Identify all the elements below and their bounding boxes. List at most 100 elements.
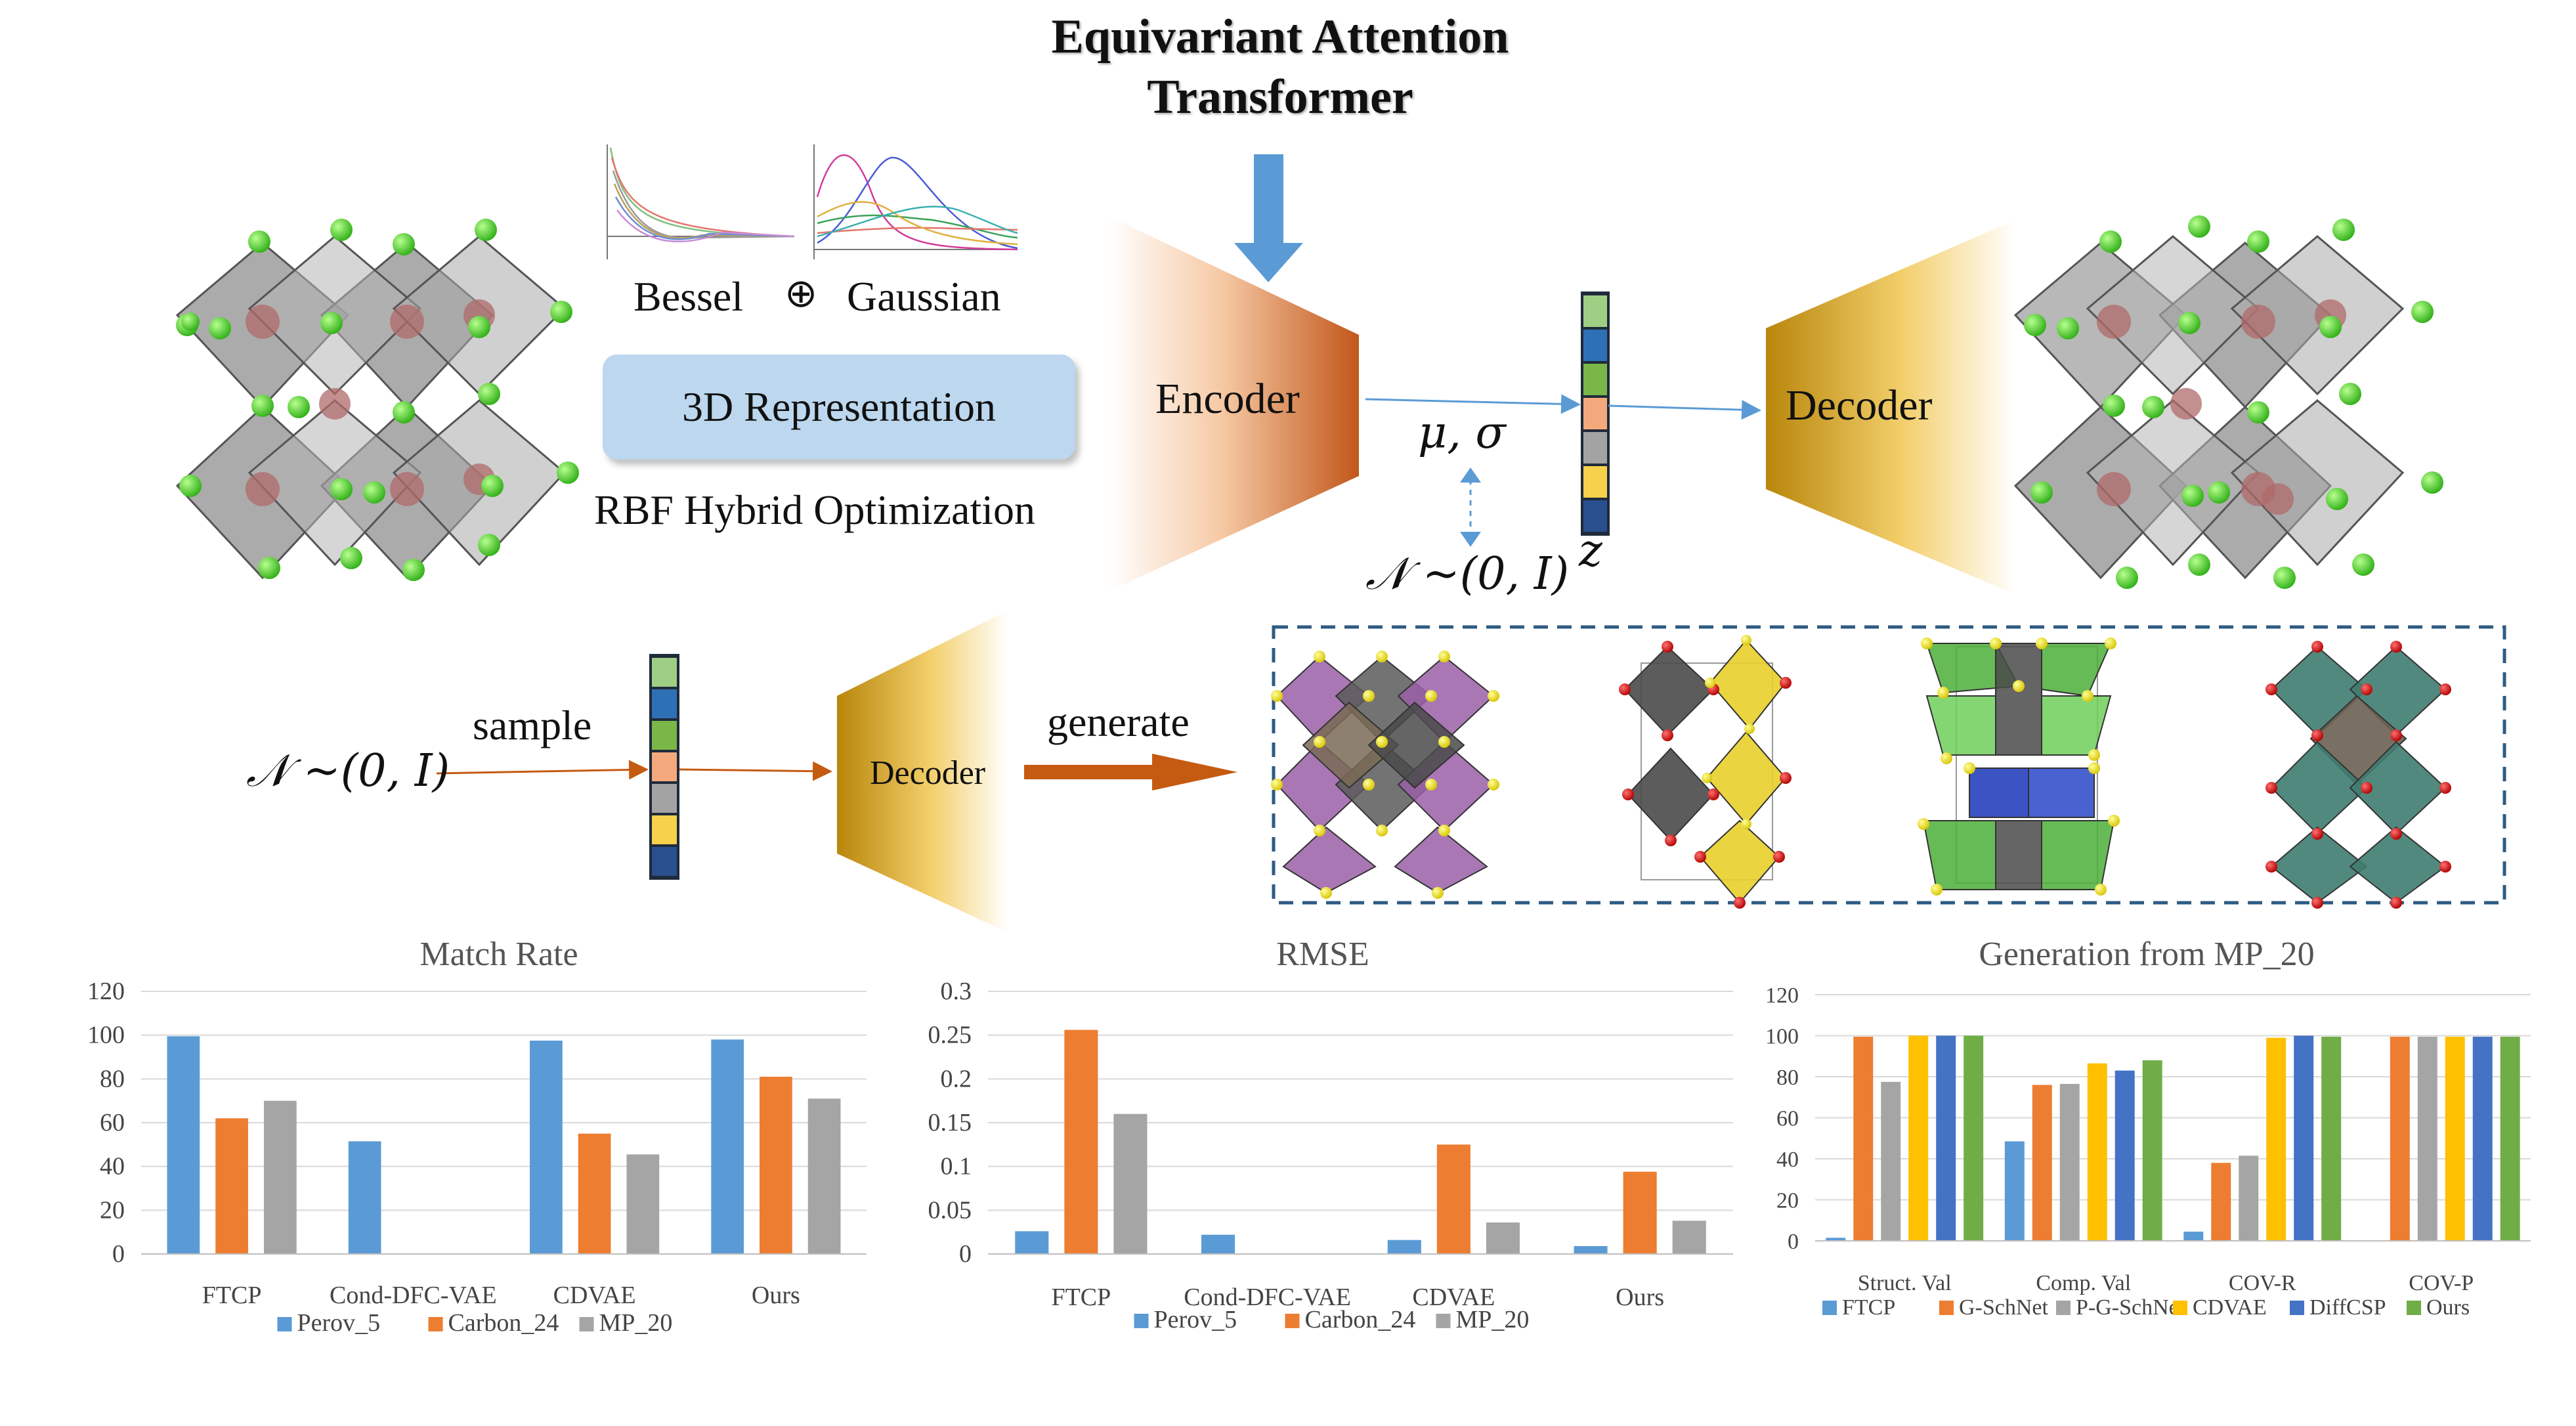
legend-swatch	[277, 1317, 292, 1331]
y-tick-label: 0.25	[928, 1022, 972, 1049]
x-tick-label: Comp. Val	[2036, 1271, 2131, 1295]
legend-swatch	[1134, 1314, 1149, 1328]
bar	[263, 1100, 297, 1254]
bar	[2417, 1037, 2437, 1241]
legend-label: Perov_5	[297, 1309, 381, 1337]
bar	[2087, 1063, 2107, 1241]
legend-label: Carbon_24	[448, 1309, 559, 1337]
latent-cell	[1583, 295, 1607, 327]
attention-arrow	[1234, 154, 1303, 282]
representation-box: 3D Representation	[603, 355, 1075, 460]
bar	[1908, 1035, 1929, 1241]
legend-swatch	[1436, 1314, 1451, 1328]
latent-cell	[1583, 500, 1607, 532]
latent-cell	[652, 658, 677, 687]
x-tick-label: CDVAE	[1412, 1284, 1495, 1311]
legend-label: DiffCSP	[2309, 1295, 2386, 1320]
bar	[2266, 1037, 2286, 1241]
latent-cell	[652, 752, 677, 781]
y-tick-label: 80	[100, 1065, 125, 1092]
legend-label: G-SchNet	[1959, 1295, 2049, 1320]
bar	[760, 1077, 792, 1254]
bar	[2142, 1060, 2162, 1241]
latent-cell	[652, 689, 677, 718]
x-tick-label: Struct. Val	[1858, 1271, 1952, 1295]
mu-sigma-label: μ, σ	[1418, 407, 1506, 459]
y-tick-label: 0	[112, 1240, 125, 1268]
bar	[215, 1118, 248, 1254]
latent-cell	[1583, 364, 1607, 395]
latent-cell	[1583, 330, 1607, 361]
rbf-label: RBF Hybrid Optimization	[594, 486, 1035, 533]
bar	[2294, 1035, 2314, 1241]
y-tick-label: 100	[87, 1022, 125, 1049]
legend-label: P-G-SchNet	[2076, 1295, 2185, 1320]
latent-cell	[652, 784, 677, 813]
gaussian-plot	[813, 144, 1018, 259]
generated-structures-box	[1272, 625, 2506, 905]
y-tick-label: 40	[100, 1153, 125, 1180]
legend-label: FTCP	[1842, 1295, 1895, 1320]
legend-label: MP_20	[1456, 1306, 1530, 1333]
generated-structure-2	[1619, 635, 1792, 909]
legend-label: CDVAE	[2193, 1295, 2267, 1320]
bar	[2004, 1141, 2025, 1241]
generate-label: generate	[1047, 699, 1190, 745]
bar	[1672, 1221, 1706, 1254]
y-tick-label: 100	[1765, 1025, 1799, 1049]
x-tick-label: Cond-DFC-VAE	[1184, 1284, 1351, 1311]
x-tick-label: COV-P	[2409, 1271, 2474, 1295]
oplus-symbol: ⊕	[784, 270, 818, 316]
chart-title: RMSE	[1276, 936, 1369, 973]
latent-vector-z	[1581, 292, 1610, 536]
decoder-block	[1766, 220, 2015, 594]
y-tick-label: 20	[1776, 1189, 1799, 1213]
bar	[2321, 1037, 2342, 1241]
legend-swatch	[2407, 1301, 2421, 1315]
legend-swatch	[428, 1317, 443, 1331]
bar	[1574, 1246, 1608, 1254]
bar	[1064, 1029, 1098, 1254]
sample-label: sample	[473, 702, 592, 748]
bar	[2211, 1163, 2231, 1241]
latent-to-decoder-arrow	[1608, 400, 1761, 420]
y-tick-label: 60	[100, 1109, 125, 1136]
generate-arrow	[1024, 754, 1237, 790]
y-tick-label: 80	[1776, 1066, 1799, 1090]
bar	[2183, 1231, 2204, 1241]
generated-structure-3	[1918, 637, 2120, 896]
y-tick-label: 120	[1765, 983, 1799, 1008]
y-tick-label: 60	[1776, 1107, 1799, 1131]
legend-label: Ours	[2426, 1295, 2470, 1320]
bar	[2059, 1083, 2080, 1241]
chart-3: Generation from MP_20020406080100120Stru…	[1765, 936, 2531, 1320]
legend-label: MP_20	[599, 1309, 673, 1337]
bar	[1826, 1238, 1846, 1241]
encoder-to-latent-arrow	[1365, 394, 1581, 414]
title-line-1: Equivariant Attention	[1051, 10, 1509, 64]
y-tick-label: 0.15	[928, 1109, 972, 1136]
y-tick-label: 20	[100, 1196, 125, 1224]
bar	[1623, 1171, 1657, 1254]
latent-cell	[652, 847, 677, 876]
bar	[1853, 1037, 1874, 1241]
bar	[348, 1141, 381, 1254]
x-tick-label: Cond-DFC-VAE	[330, 1282, 497, 1309]
bar	[807, 1098, 841, 1254]
bar	[2239, 1156, 2259, 1241]
bar	[1436, 1144, 1470, 1254]
latent-cell	[1583, 432, 1607, 464]
latent-cell	[652, 815, 677, 844]
representation-label: 3D Representation	[681, 383, 997, 430]
legend-swatch	[2173, 1301, 2187, 1315]
latent-vector-sample	[649, 654, 679, 880]
bar	[1486, 1222, 1520, 1254]
y-tick-label: 0.1	[941, 1153, 972, 1180]
bar	[2032, 1085, 2052, 1241]
x-tick-label: CDVAE	[553, 1282, 636, 1309]
legend-swatch	[1285, 1314, 1300, 1328]
title-line-2: Transformer	[1147, 70, 1413, 124]
legend-label: Perov_5	[1154, 1306, 1237, 1333]
